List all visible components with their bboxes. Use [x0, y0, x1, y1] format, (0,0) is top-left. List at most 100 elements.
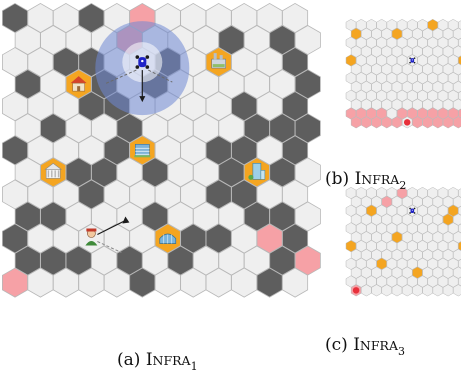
hex-cell	[422, 80, 433, 93]
hex-cell-danger	[447, 107, 459, 120]
hex-cell	[381, 27, 392, 40]
hex-cell	[437, 18, 449, 32]
hex-cell	[371, 63, 382, 76]
hex-cell	[442, 63, 454, 76]
hex-cell	[366, 72, 377, 85]
hex-cell	[427, 222, 438, 235]
hex-cell	[437, 275, 449, 288]
hex-cell	[366, 257, 377, 270]
hex-cell	[366, 240, 377, 253]
hex-cell	[412, 80, 423, 93]
hex-cell	[366, 186, 377, 200]
hex-cell	[412, 45, 423, 58]
hex-cell-target	[391, 231, 403, 244]
panel-infra-1	[2, 2, 321, 298]
hex-cell	[417, 275, 428, 288]
hex-cell	[391, 45, 403, 58]
hex-cell-danger	[366, 107, 377, 120]
hex-cell	[355, 222, 367, 235]
hex-cell	[447, 240, 459, 253]
hex-cell	[453, 231, 461, 244]
hex-cell	[432, 98, 444, 111]
hex-cell	[386, 36, 398, 49]
hex-cell	[453, 80, 461, 93]
hex-cell	[386, 107, 398, 120]
hex-cell	[376, 89, 387, 102]
hex-cell	[355, 204, 367, 217]
hex-cell-target	[447, 204, 459, 217]
hex-cell	[417, 18, 428, 32]
hex-cell	[361, 195, 372, 208]
government-building-icon	[44, 162, 63, 179]
hex-cell	[458, 259, 461, 269]
hex-cell	[453, 248, 461, 261]
hex-cell	[381, 80, 392, 93]
hex-cell	[427, 186, 438, 200]
hex-cell	[401, 80, 413, 93]
hex-cell	[401, 27, 413, 40]
hex-cell-danger	[355, 107, 367, 120]
hex-cell	[442, 266, 454, 279]
hex-cell	[376, 18, 387, 32]
hex-cell	[386, 240, 398, 253]
hex-cell	[345, 186, 357, 200]
hex-cell-danger	[361, 116, 372, 129]
drone-icon	[409, 207, 416, 214]
hex-cell-target	[412, 266, 423, 279]
hex-cell	[458, 276, 461, 287]
drone-icon	[135, 55, 150, 69]
hex-cell	[407, 240, 418, 253]
hex-cell	[386, 222, 398, 235]
hex-cell	[407, 222, 418, 235]
hex-cell	[432, 195, 444, 208]
hex-cell	[437, 36, 449, 49]
hex-cell-danger	[371, 116, 382, 129]
caption-a: (a) INFRA1	[117, 350, 198, 373]
hex-cell	[432, 63, 444, 76]
hex-cell	[447, 18, 459, 32]
hex-cell	[371, 231, 382, 244]
hex-cell	[427, 204, 438, 217]
hex-cell	[432, 80, 444, 93]
attacker-icon	[85, 228, 98, 246]
hex-cell	[376, 204, 387, 217]
hex-cell-target	[391, 27, 403, 40]
hex-cell	[422, 213, 433, 226]
hex-cell	[391, 248, 403, 261]
hex-cell	[350, 195, 362, 208]
hex-cell-danger	[412, 116, 423, 129]
tower-icon	[248, 163, 266, 180]
hex-cell	[401, 248, 413, 261]
hex-cell	[355, 18, 367, 32]
goal-marker	[352, 287, 360, 294]
panel-infra-2	[345, 18, 461, 129]
hex-cell	[355, 275, 367, 288]
hex-cell	[376, 240, 387, 253]
hex-cell	[371, 213, 382, 226]
hex-cell	[345, 18, 357, 32]
hex-cell	[381, 213, 392, 226]
hex-cell	[371, 266, 382, 279]
hex-cell	[371, 98, 382, 111]
hex-cell	[391, 98, 403, 111]
hex-cell	[407, 89, 418, 102]
hex-cell	[345, 36, 357, 49]
hex-cell	[371, 284, 382, 297]
hex-cell	[386, 54, 398, 67]
hex-cell	[350, 80, 362, 93]
hex-cell	[407, 275, 418, 288]
hex-cell	[427, 257, 438, 270]
hex-cell	[376, 186, 387, 200]
hex-cell	[350, 266, 362, 279]
office-building-icon	[134, 144, 151, 158]
hex-cell	[381, 248, 392, 261]
hex-cell	[422, 63, 433, 76]
hex-cell	[447, 186, 459, 200]
hex-cell	[407, 72, 418, 85]
hex-cell	[453, 27, 461, 40]
hex-cell	[417, 72, 428, 85]
hex-cell	[458, 206, 461, 216]
hex-cell	[417, 186, 428, 200]
hex-cell	[437, 204, 449, 217]
